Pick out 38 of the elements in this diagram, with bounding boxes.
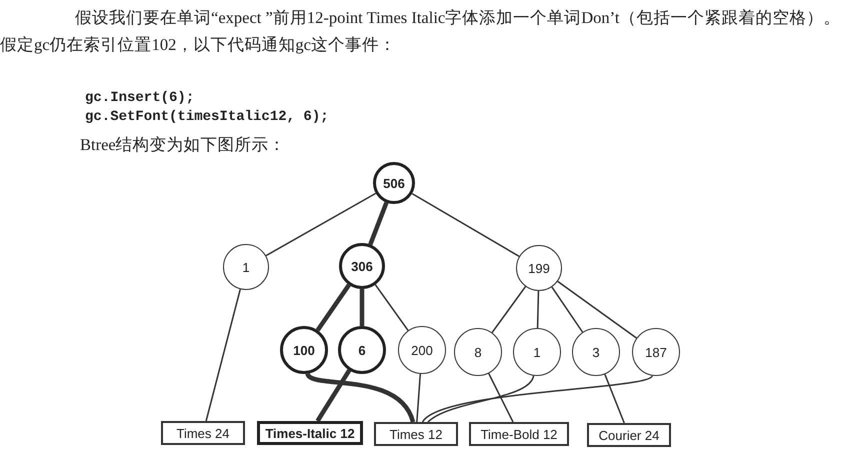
connector-line: [266, 192, 376, 256]
connector-line: [492, 286, 526, 334]
connector-line: [360, 289, 364, 326]
connector-line: [316, 284, 351, 332]
connector-line: [205, 289, 241, 422]
tree-node-circle: 306: [339, 243, 385, 289]
connector-line: [422, 375, 653, 423]
connector-line: [551, 286, 584, 333]
connector-line: [488, 373, 514, 422]
font-box: Times-Italic 12: [257, 421, 363, 445]
connector-line: [316, 369, 352, 422]
connector-line: [374, 284, 409, 331]
connector-line: [604, 374, 625, 424]
font-box: Courier 24: [587, 423, 671, 447]
connector-line: [368, 202, 389, 246]
tree-node-circle: 200: [398, 326, 446, 374]
tree-node-circle: 1: [223, 244, 269, 290]
connector-line: [306, 372, 416, 423]
connector-line: [557, 280, 637, 339]
connector-line: [412, 192, 520, 258]
font-box: Time-Bold 12: [469, 422, 569, 446]
tree-node-circle: 8: [454, 328, 502, 376]
connector-line: [416, 374, 422, 422]
tree-node-circle: 1: [513, 328, 561, 376]
font-box: Times 12: [374, 422, 458, 446]
tree-node-circle: 6: [338, 326, 386, 374]
tree-node-circle: 187: [632, 328, 680, 376]
connector-line: [536, 290, 540, 328]
code-line: gc.Insert(6);: [85, 90, 194, 106]
tree-node-circle: 3: [572, 328, 620, 376]
connector-line: [428, 375, 534, 423]
paragraph: 假设我们要在单词“expect ”前用12-point Times Italic字体添加一个单词Don’t（包括一个紧跟着的空格）。假定gc仍在索引位置102，以下代码通知gc这个事件：: [0, 7, 842, 56]
tree-node-circle: 199: [516, 245, 562, 291]
font-box: Times 24: [161, 421, 245, 445]
caption-text: Btree结构变为如下图所示：: [80, 134, 286, 156]
tree-node-circle: 506: [373, 162, 415, 204]
code-line: gc.SetFont(timesItalic12, 6);: [85, 109, 329, 125]
tree-node-circle: 100: [280, 326, 328, 374]
